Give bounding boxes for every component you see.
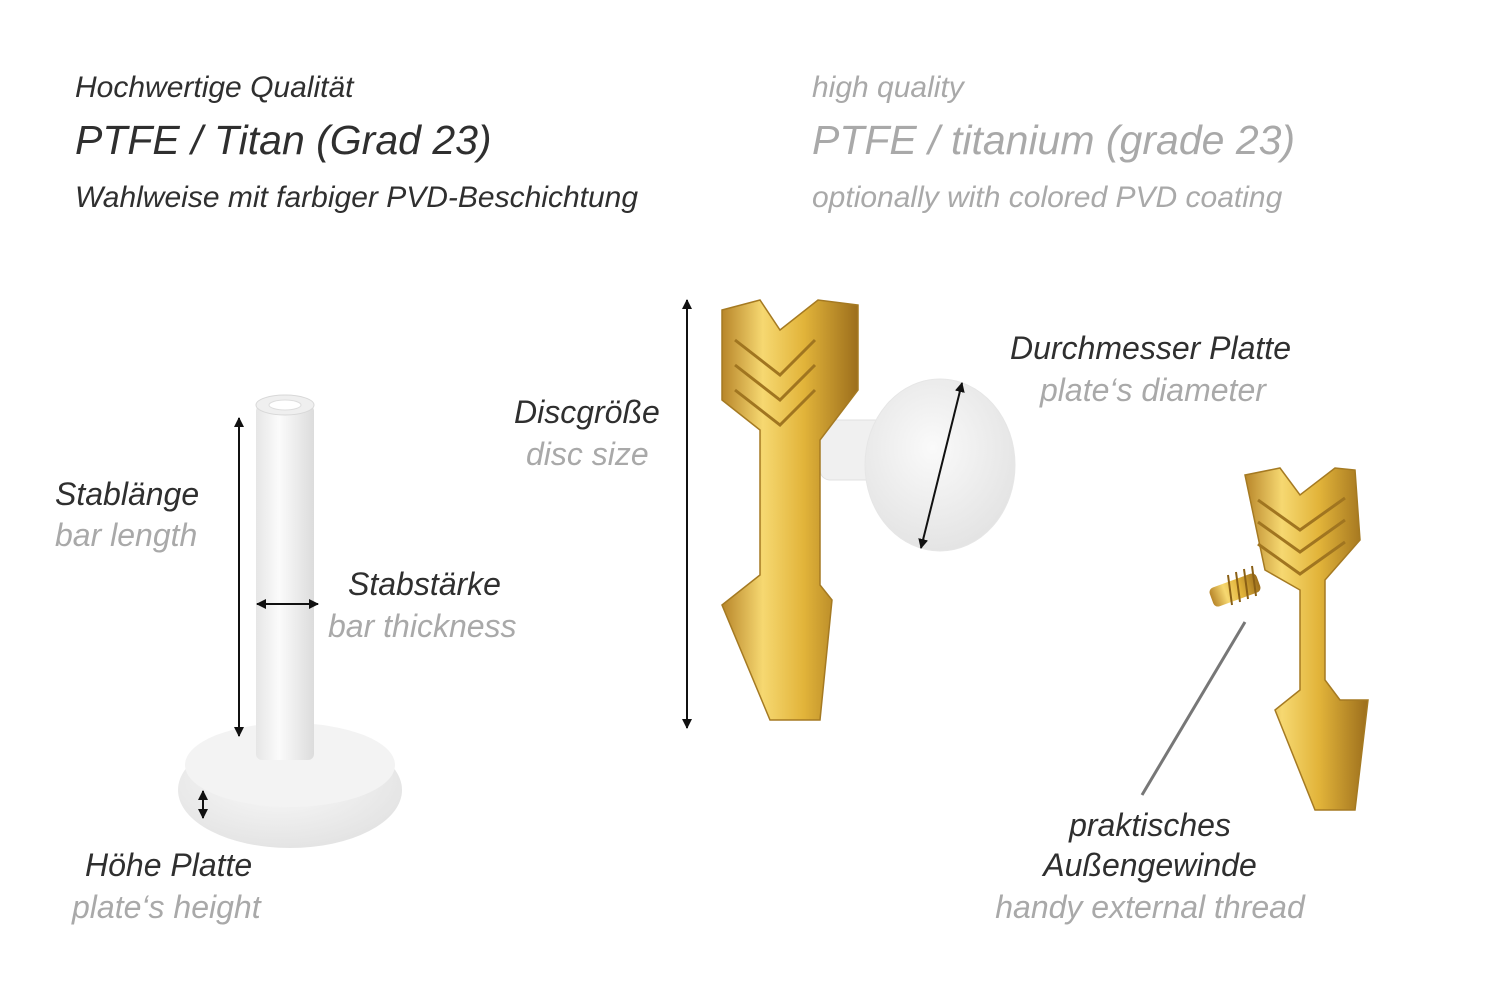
quality-en: high quality	[812, 71, 964, 104]
thread-pointer-line	[1140, 621, 1247, 796]
bar-thickness-label-en: bar thickness	[328, 608, 517, 644]
plate-height-label-en: plate‘s height	[72, 889, 261, 925]
bar-length-label-de: Stablänge	[55, 476, 200, 512]
quality-de: Hochwertige Qualität	[75, 71, 354, 104]
plate-diameter-label-en: plate‘s diameter	[1040, 372, 1266, 408]
assembled-arrow-labret	[721, 299, 1016, 721]
coating-de: Wahlweise mit farbiger PVD-Beschichtung	[75, 181, 639, 214]
material-de: PTFE / Titan (Grad 23)	[75, 117, 492, 163]
disc-size-label-de: Discgröße	[514, 394, 660, 430]
coating-en: optionally with colored PVD coating	[812, 181, 1283, 214]
thread-label-en: handy external thread	[995, 889, 1305, 925]
thread-label-de-line2: Außengewinde	[1043, 847, 1257, 883]
plate-diameter-arrow	[918, 382, 965, 549]
material-en: PTFE / titanium (grade 23)	[812, 117, 1296, 163]
bar-length-label-en: bar length	[55, 517, 198, 553]
thread-label-de-line1: praktisches	[1069, 807, 1231, 843]
arrow-top-with-thread	[1209, 467, 1369, 811]
ptfe-labret-base	[178, 394, 402, 848]
disc-size-label-en: disc size	[526, 436, 649, 472]
plate-height-label-de: Höhe Platte	[85, 847, 253, 883]
plate-diameter-label-de: Durchmesser Platte	[1010, 330, 1291, 366]
bar-thickness-label-de: Stabstärke	[348, 566, 501, 602]
